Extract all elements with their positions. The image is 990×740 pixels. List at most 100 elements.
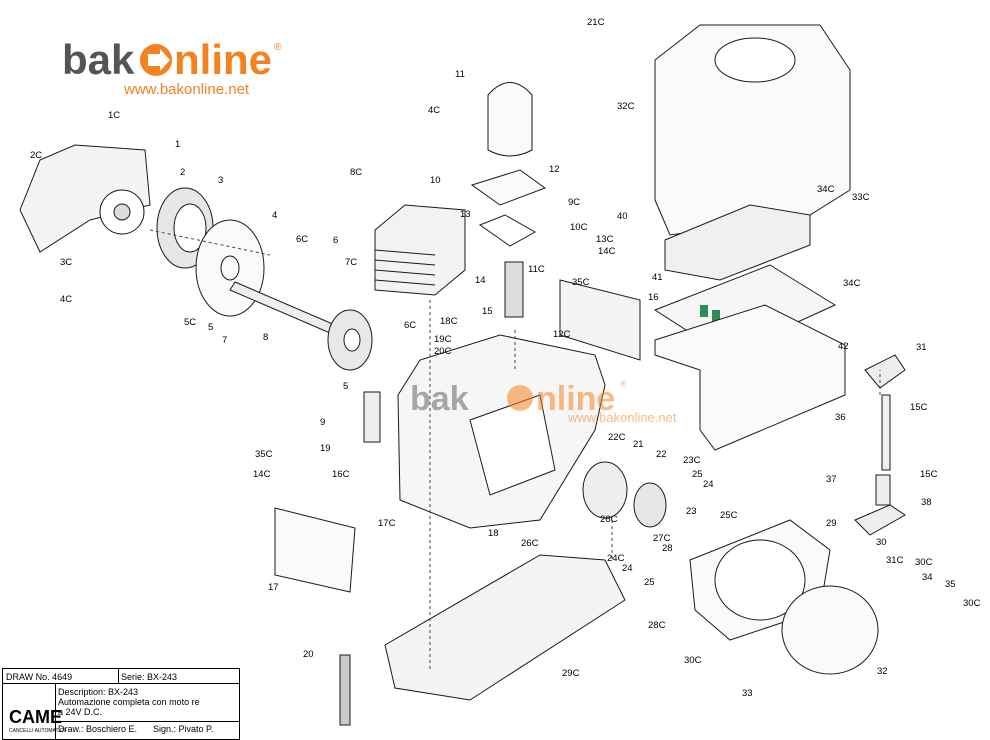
callout-19c: 19C (434, 334, 452, 345)
callout-26c: 26C (600, 514, 618, 525)
callout-39: 39 (0, 0, 11, 3)
callout-25c: 25C (720, 510, 738, 521)
callout-17c: 17C (378, 518, 396, 529)
callout-15c: 15C (920, 469, 938, 480)
callout-3: 3 (218, 175, 223, 186)
callout-16: 16 (648, 292, 659, 303)
callout-33c: 33C (852, 192, 870, 203)
serie: Serie: BX-243 (121, 672, 178, 682)
callout-14c: 14C (598, 246, 616, 257)
logo-registered: ® (274, 42, 282, 53)
callout-33: 33 (742, 688, 753, 699)
part-13-plate (478, 214, 537, 247)
callout-2: 2 (180, 167, 185, 178)
bakonline-logo: bak nline ® www.bakonline.net (62, 36, 322, 111)
callout-14: 14 (475, 275, 486, 286)
callout-34: 34 (922, 572, 933, 583)
callout-41: 41 (652, 272, 663, 283)
callout-15: 15 (482, 306, 493, 317)
callout-24: 24 (622, 563, 633, 574)
watermark-url: www.bakonline.net (567, 410, 677, 425)
callout-20c: 20C (434, 346, 452, 357)
callout-16c: 16C (332, 469, 350, 480)
brand-subtitle: CANCELLI AUTOMATICI (9, 728, 65, 734)
callout-3c: 3C (60, 257, 72, 268)
logo-text-right: nline (174, 36, 272, 83)
callout-11: 11 (455, 69, 465, 80)
callout-25: 25 (644, 577, 655, 588)
part-16-plate (559, 279, 641, 361)
part-39 (854, 504, 906, 536)
watermark-text-right: nline (536, 380, 615, 418)
callout-5: 5 (208, 322, 213, 333)
callout-30c: 30C (915, 557, 933, 568)
part-41-housing (664, 204, 811, 281)
description-line-1: Description: BX-243 (58, 687, 139, 697)
callout-19: 19 (320, 443, 331, 454)
callout-22c: 22C (608, 432, 626, 443)
callout-21: 21 (633, 439, 644, 450)
callout-31: 31 (916, 342, 927, 353)
part-12-bracket (470, 169, 547, 206)
callout-7: 7 (222, 335, 227, 346)
part-21C-screw (339, 654, 351, 726)
callout-5: 5 (343, 381, 348, 392)
part-22-release (582, 461, 628, 519)
callout-13: 13 (460, 209, 471, 220)
callout-9: 9 (320, 417, 325, 428)
callout-23: 23 (686, 506, 697, 517)
part-33-disc (781, 585, 879, 675)
callout-27c: 27C (653, 533, 671, 544)
description-line-3: a 24V D.C. (58, 707, 103, 717)
part-19-spacer (363, 391, 381, 443)
callout-23c: 23C (683, 455, 701, 466)
draw-number: DRAW No. 4649 (6, 672, 73, 682)
callout-14c: 14C (253, 469, 271, 480)
callout-10: 10 (430, 175, 441, 186)
callout-42: 42 (838, 341, 849, 352)
callout-36: 36 (835, 412, 846, 423)
part-20-base-plate (384, 554, 626, 701)
part-38 (875, 474, 891, 506)
logo-text-left: bak (62, 36, 135, 83)
callout-6: 6 (333, 235, 338, 246)
callout-31c: 31C (886, 555, 904, 566)
callout-1: 1 (175, 139, 180, 150)
callout-22: 22 (656, 449, 667, 460)
watermark: bak nline ® www.bakonline.net (410, 379, 677, 425)
callout-30: 30 (876, 537, 887, 548)
callout-35: 35 (945, 579, 956, 590)
callout-15c: 15C (910, 402, 928, 413)
callout-32: 32 (877, 666, 888, 677)
part-10-transformer (374, 204, 466, 296)
callout-30c: 30C (963, 598, 981, 609)
callout-11c: 11C (528, 264, 545, 275)
callout-37: 37 (826, 474, 837, 485)
signed-by: Sign.: Pivato P. (153, 724, 214, 734)
callout-35c: 35C (255, 449, 273, 460)
part-37-shaft (881, 394, 891, 471)
callout-12c: 12C (553, 329, 571, 340)
part-36 (864, 354, 906, 389)
callout-38: 38 (921, 497, 932, 508)
part-14-worm-screw (504, 261, 524, 318)
watermark-text-left: bak (410, 380, 469, 418)
callout-4: 4 (272, 210, 277, 221)
part-40-cover (654, 24, 851, 236)
part-31-box (654, 304, 846, 451)
callout-32c: 32C (617, 101, 635, 112)
callout-5c: 5C (184, 317, 196, 328)
brand-logo: CAME (9, 707, 62, 727)
callout-29c: 29C (562, 668, 580, 679)
callout-28: 28 (662, 543, 673, 554)
callout-18: 18 (488, 528, 499, 539)
bakonline-logo-graphic: bak nline ® www.bakonline.net (62, 36, 282, 98)
callout-25: 25 (692, 469, 703, 480)
callout-30c: 30C (684, 655, 702, 666)
callout-34c: 34C (843, 278, 861, 289)
part-18-plate (274, 507, 356, 593)
callout-28c: 28C (648, 620, 666, 631)
